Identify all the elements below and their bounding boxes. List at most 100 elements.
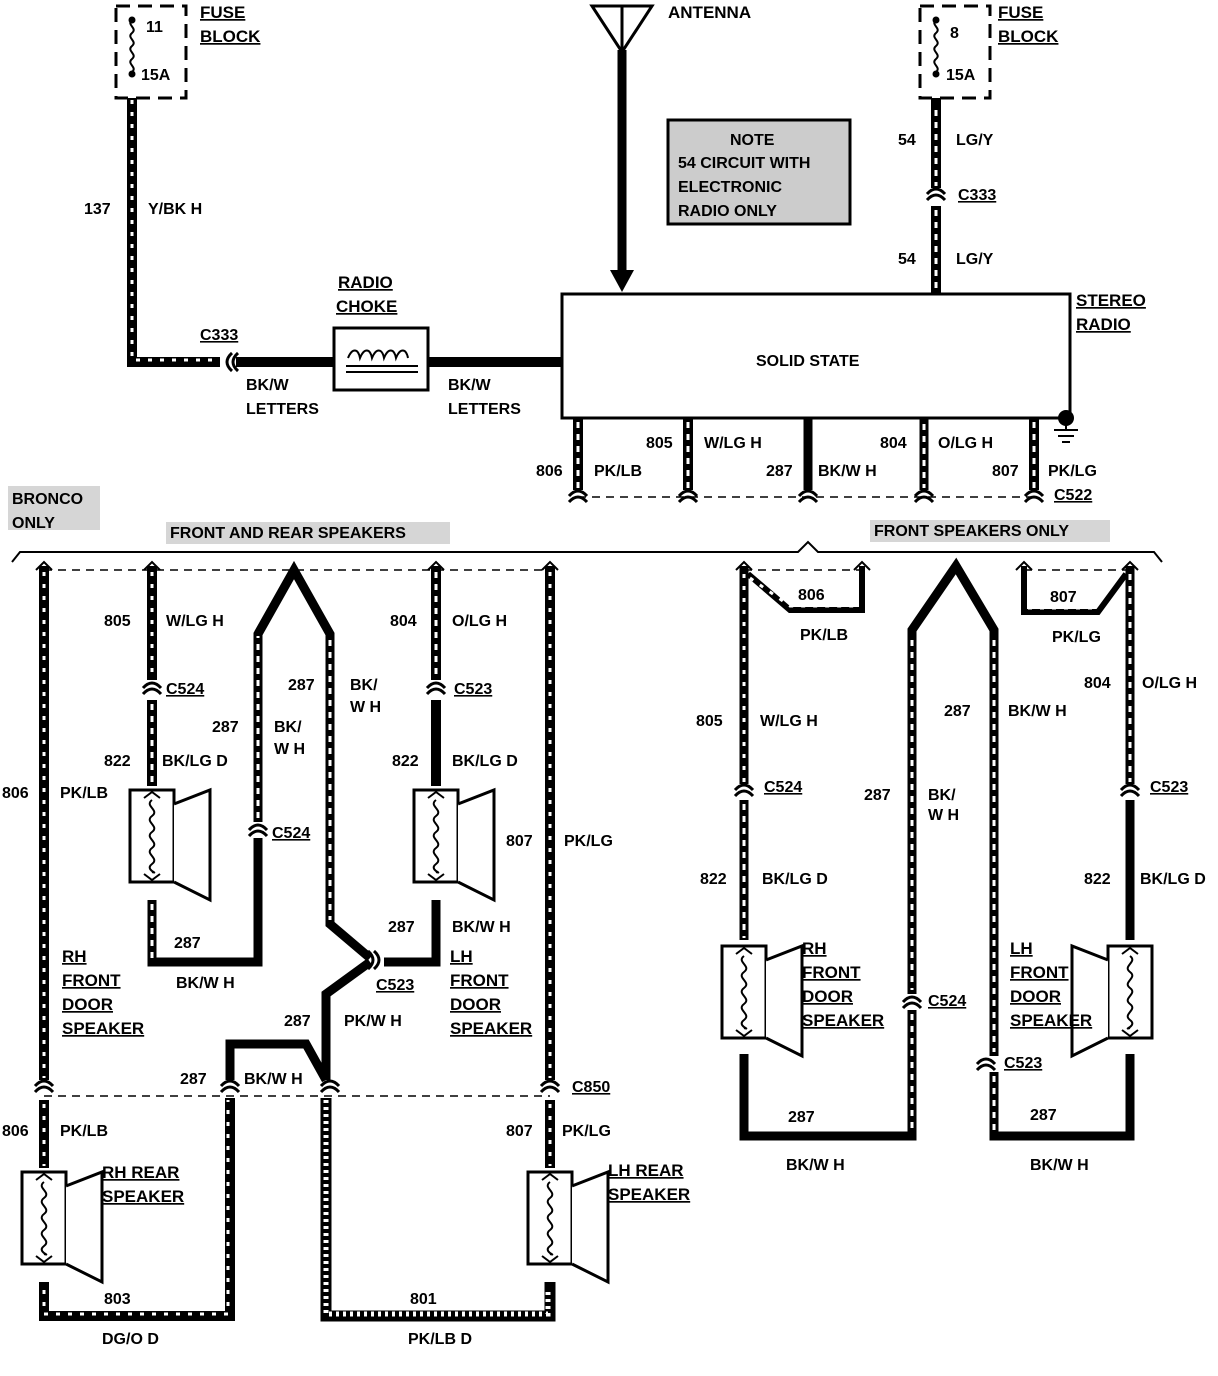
svg-text:W H: W H (274, 741, 305, 758)
connector-c333-right: C333 (958, 187, 996, 204)
svg-text:DOOR: DOOR (1010, 987, 1061, 1006)
svg-text:RH: RH (802, 939, 827, 958)
connector-c522: C522 (1054, 487, 1092, 504)
svg-text:W/LG H: W/LG H (166, 613, 224, 630)
svg-text:C850: C850 (572, 1079, 610, 1096)
svg-text:C523: C523 (454, 681, 492, 698)
svg-text:LH: LH (450, 947, 473, 966)
lh-front-speaker-left (412, 788, 496, 902)
svg-text:287: 287 (174, 935, 201, 952)
svg-text:FRONT: FRONT (802, 963, 861, 982)
svg-text:SPEAKER: SPEAKER (802, 1011, 884, 1030)
lh-front-label-right: LH FRONT DOOR SPEAKER (1010, 939, 1092, 1030)
svg-text:LETTERS: LETTERS (246, 401, 319, 418)
svg-text:DOOR: DOOR (450, 995, 501, 1014)
svg-text:SPEAKER: SPEAKER (102, 1187, 184, 1206)
svg-text:807: 807 (506, 1123, 533, 1140)
svg-text:805: 805 (104, 613, 131, 630)
svg-text:806: 806 (798, 587, 825, 604)
svg-text:RH: RH (62, 947, 87, 966)
svg-text:804: 804 (1084, 675, 1111, 692)
svg-text:PK/LG: PK/LG (1048, 463, 1097, 480)
svg-text:807: 807 (506, 833, 533, 850)
svg-text:CHOKE: CHOKE (336, 297, 397, 316)
rh-front-label-right: RH FRONT DOOR SPEAKER (802, 939, 884, 1030)
section-bracket (11, 540, 1163, 563)
svg-text:FRONT: FRONT (450, 971, 509, 990)
svg-text:804: 804 (390, 613, 417, 630)
svg-text:287: 287 (788, 1109, 815, 1126)
svg-text:FRONT: FRONT (1010, 963, 1069, 982)
svg-text:PK/LB D: PK/LB D (408, 1331, 472, 1348)
svg-text:822: 822 (700, 871, 727, 888)
svg-text:PK/W H: PK/W H (344, 1013, 402, 1030)
svg-text:SPEAKER: SPEAKER (1010, 1011, 1092, 1030)
svg-text:ELECTRONIC: ELECTRONIC (678, 179, 782, 196)
svg-text:806: 806 (2, 1123, 29, 1140)
svg-text:822: 822 (392, 753, 419, 770)
wire-806-right: 806 PK/LB 805 W/LG H C524 822 BK/LG D (696, 560, 871, 940)
section-front-rear: FRONT AND REAR SPEAKERS (170, 525, 406, 542)
svg-text:BK/LG D: BK/LG D (1140, 871, 1206, 888)
svg-text:801: 801 (410, 1291, 437, 1308)
svg-text:822: 822 (104, 753, 131, 770)
wire-287-lh-return (384, 900, 441, 967)
svg-text:822: 822 (1084, 871, 1111, 888)
wire-137: 137 Y/BK H (84, 98, 220, 367)
wire-803: 803 DG/O D (39, 1098, 235, 1348)
svg-text:BK/LG D: BK/LG D (762, 871, 828, 888)
svg-text:BK/W: BK/W (448, 377, 492, 394)
svg-text:287: 287 (388, 919, 415, 936)
wire-287-right-loop: 287 BK/W H 287 BK/ W H C524 C523 287 BK/… (739, 557, 1135, 1174)
svg-text:807: 807 (1050, 589, 1077, 606)
svg-text:C524: C524 (928, 993, 966, 1010)
svg-text:O/LG H: O/LG H (1142, 675, 1197, 692)
svg-text:BK/: BK/ (928, 787, 956, 804)
svg-text:DG/O D: DG/O D (102, 1331, 159, 1348)
svg-text:W/LG H: W/LG H (704, 435, 762, 452)
svg-text:287: 287 (212, 719, 239, 736)
fuse-block-left: 11 15A FUSE BLOCK (114, 3, 261, 100)
svg-text:PK/LB: PK/LB (60, 785, 108, 802)
svg-text:BK/: BK/ (350, 677, 378, 694)
svg-text:RADIO: RADIO (338, 273, 393, 292)
wire-287-lower: 287 PK/W H 287 BK/W H (180, 958, 402, 1094)
connector-c333-left: C333 (200, 327, 238, 344)
wire-807-right: 807 PK/LG 804 O/LG H C523 822 BK/LG D (1015, 560, 1206, 940)
svg-text:54: 54 (898, 251, 916, 268)
svg-text:BK/W H: BK/W H (786, 1157, 845, 1174)
fuse-right-title-1: FUSE (998, 3, 1043, 22)
svg-text:BK/: BK/ (274, 719, 302, 736)
fuse-left-title-2: BLOCK (200, 27, 261, 46)
antenna-icon: ANTENNA (589, 3, 751, 292)
section-front-only: FRONT SPEAKERS ONLY (874, 523, 1069, 540)
fuse-left-amps: 15A (141, 67, 171, 84)
svg-text:PK/LG: PK/LG (1052, 629, 1101, 646)
fuse-block-right: 8 15A FUSE BLOCK (918, 3, 1059, 100)
svg-text:287: 287 (944, 703, 971, 720)
svg-text:BRONCO: BRONCO (12, 491, 83, 508)
wire-807-left: 807 PK/LG C850 807 PK/LG (506, 560, 613, 1168)
svg-text:RADIO: RADIO (1076, 315, 1131, 334)
svg-text:W H: W H (350, 699, 381, 716)
lh-front-speaker-right (1070, 944, 1154, 1058)
svg-text:287: 287 (284, 1013, 311, 1030)
svg-text:LH: LH (1010, 939, 1033, 958)
svg-text:PK/LG: PK/LG (562, 1123, 611, 1140)
bronco-only-label: BRONCO ONLY (8, 486, 100, 532)
svg-text:BK/LG D: BK/LG D (452, 753, 518, 770)
wire-801: 801 PK/LB D (320, 1098, 556, 1348)
svg-text:287: 287 (766, 463, 793, 480)
svg-text:C524: C524 (166, 681, 204, 698)
svg-text:O/LG H: O/LG H (452, 613, 507, 630)
wire-287-left-loop: 287 BK/ W H C524 287 BK/ W H 287 BK/W H (147, 560, 381, 992)
rh-front-label-left: RH FRONT DOOR SPEAKER (62, 947, 144, 1038)
lh-rear-speaker (526, 1170, 610, 1284)
svg-text:ONLY: ONLY (12, 515, 55, 532)
svg-text:137: 137 (84, 201, 111, 218)
fuse-left-number: 11 (146, 19, 163, 36)
radio-choke: RADIO CHOKE (332, 273, 430, 392)
svg-text:RADIO ONLY: RADIO ONLY (678, 203, 777, 220)
svg-text:287: 287 (288, 677, 315, 694)
svg-text:C524: C524 (764, 779, 802, 796)
